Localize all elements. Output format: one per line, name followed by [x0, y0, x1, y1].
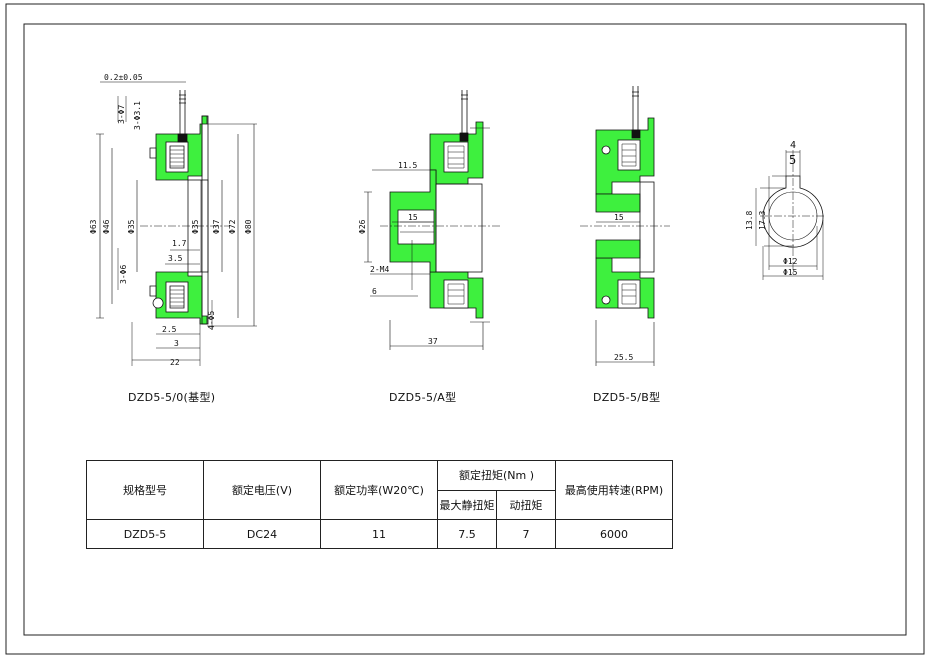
- drawing-a-dims: 11.5 Φ26 15 2-M4 6 37: [358, 161, 438, 346]
- spec-table: 规格型号 额定电压(V) 额定功率(W20℃) 额定扭矩(Nm ) 最高使用转速…: [86, 460, 673, 549]
- dim-h35: 3.5: [168, 254, 183, 263]
- header-torque: 额定扭矩(Nm ): [437, 460, 556, 491]
- cell-dynamic-torque: 7: [496, 519, 556, 549]
- cell-model: DZD5-5: [86, 519, 204, 549]
- dim-d37: Φ37: [212, 219, 221, 234]
- dim-d35b: Φ35: [191, 219, 200, 234]
- dim-d80: Φ80: [244, 219, 253, 234]
- dim-d46: Φ46: [102, 219, 111, 234]
- dim-gap: 0.2±0.05: [104, 73, 143, 82]
- drawing-b-type: [580, 86, 670, 366]
- dim-a-m4: 2-M4: [370, 265, 389, 274]
- dim-d72: Φ72: [228, 219, 237, 234]
- spec-header-row: 规格型号 额定电压(V) 额定功率(W20℃) 额定扭矩(Nm ) 最高使用转速…: [86, 460, 673, 520]
- cell-static-torque: 7.5: [437, 519, 497, 549]
- header-static-torque: 最大静扭矩: [437, 489, 497, 520]
- dim-d12: Φ12: [783, 257, 798, 266]
- dim-b-w255: 25.5: [614, 353, 633, 362]
- dim-h17: 1.7: [172, 239, 187, 248]
- shaft-bore-view: [755, 150, 826, 280]
- caption-a-type: DZD5-5/A型: [389, 391, 457, 404]
- header-model: 规格型号: [86, 460, 204, 520]
- cell-speed: 6000: [555, 519, 673, 549]
- dim-h138: 13.8: [745, 211, 754, 230]
- dim-d35a: Φ35: [127, 219, 136, 234]
- dim-w25: 2.5: [162, 325, 177, 334]
- drawing-b-dims: 15 25.5: [614, 213, 633, 362]
- caption-b-type: DZD5-5/B型: [593, 391, 661, 404]
- inner-frame: [23, 23, 907, 636]
- dim-w3: 3: [174, 339, 179, 348]
- drawing-a-type: [364, 90, 500, 350]
- header-power: 额定功率(W20℃): [320, 460, 438, 520]
- dim-a-w37: 37: [428, 337, 438, 346]
- dim-k5: 5: [789, 153, 796, 167]
- drawing-base-type: [96, 81, 257, 366]
- header-dynamic-torque: 动扭矩: [496, 489, 556, 520]
- dim-d63: Φ63: [89, 219, 98, 234]
- dim-holes-bot: 3-Φ6: [119, 265, 128, 284]
- dim-b-w15: 15: [614, 213, 624, 222]
- dim-a-d26: Φ26: [358, 219, 367, 234]
- header-voltage: 额定电压(V): [203, 460, 321, 520]
- dim-a-w115: 11.5: [398, 161, 417, 170]
- shaft-dims: 4 5 13.8 17.3 Φ12 Φ15: [745, 140, 798, 277]
- dim-w22: 22: [170, 358, 180, 367]
- drawing-base-dims: 0.2±0.05 3-Φ7 3-Φ3.1 Φ63 Φ46 Φ35 Φ35 Φ37…: [89, 73, 253, 367]
- dim-a-w15: 15: [408, 213, 418, 222]
- dim-a-w6: 6: [372, 287, 377, 296]
- dim-d15: Φ15: [783, 268, 798, 277]
- cell-voltage: DC24: [203, 519, 321, 549]
- caption-base-type: DZD5-5/0(基型): [128, 391, 216, 404]
- dim-holes-top2: 3-Φ3.1: [133, 101, 142, 130]
- spec-subheader-row: 最大静扭矩 动扭矩: [87, 489, 673, 520]
- dim-holes-top: 3-Φ7: [117, 105, 126, 124]
- dim-k4: 4: [790, 140, 796, 151]
- outer-frame: [5, 3, 925, 655]
- header-speed: 最高使用转速(RPM): [555, 460, 673, 520]
- spec-data-row: DZD5-5 DC24 11 7.5 7 6000: [86, 519, 673, 549]
- dim-h173: 17.3: [758, 211, 767, 230]
- dim-d5: 4-Φ5: [207, 311, 216, 330]
- cell-power: 11: [320, 519, 438, 549]
